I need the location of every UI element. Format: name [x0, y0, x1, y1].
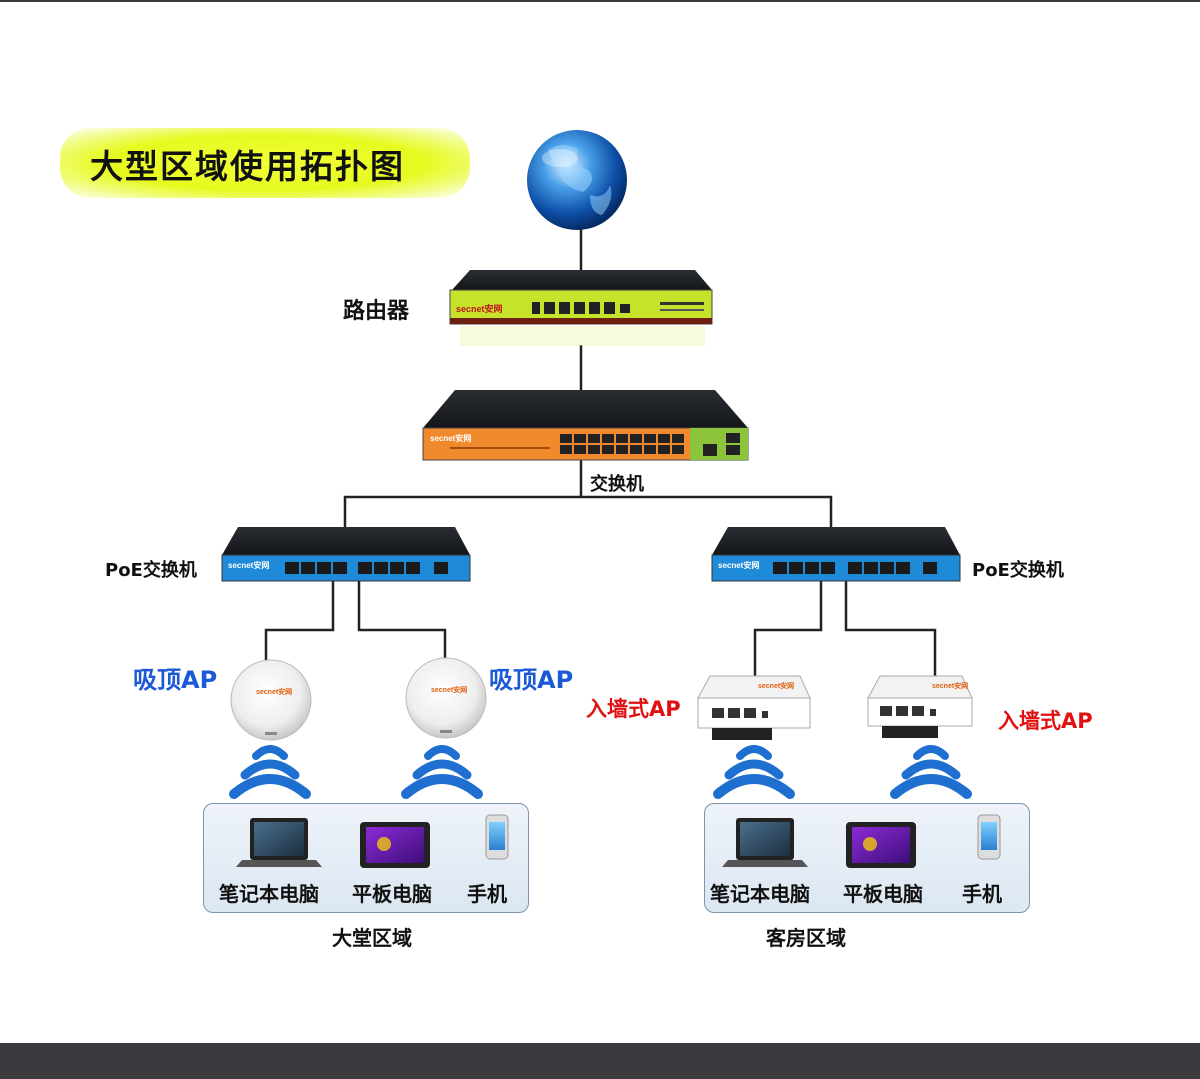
laptop-icon [722, 818, 808, 867]
svg-text:secnet安网: secnet安网 [228, 560, 269, 570]
wall-ap-left: secnet安网 [697, 675, 811, 740]
core-switch-device: secnet安网 [422, 390, 749, 461]
poe-switch-left-label: PoE交换机 [105, 560, 197, 581]
right-device-tablet-label: 平板电脑 [843, 882, 923, 906]
ceiling-ap-left-label: 吸顶AP [133, 666, 218, 694]
wifi-icon-1 [229, 745, 311, 799]
phone-icon [485, 814, 509, 860]
left-device-tablet-label: 平板电脑 [352, 882, 432, 906]
wifi-icon-2 [401, 745, 483, 799]
connection-lines [264, 222, 937, 676]
left-device-phone-label: 手机 [467, 882, 507, 906]
ceiling-ap-right-label: 吸顶AP [489, 666, 574, 694]
svg-text:secnet安网: secnet安网 [718, 560, 759, 570]
wifi-icon-4 [890, 745, 972, 799]
wifi-signal-icons [229, 745, 972, 799]
left-device-laptop-label: 笔记本电脑 [219, 882, 319, 906]
svg-text:secnet安网: secnet安网 [430, 433, 471, 443]
svg-text:secnet安网: secnet安网 [456, 303, 503, 314]
right-device-laptop-label: 笔记本电脑 [710, 882, 810, 906]
right-device-phone-label: 手机 [962, 882, 1002, 906]
footer-bar [0, 1043, 1200, 1079]
router-device: secnet安网 [449, 270, 713, 346]
internet-globe-icon [527, 130, 627, 230]
wifi-icon-3 [713, 745, 795, 799]
svg-text:secnet安网: secnet安网 [932, 681, 968, 690]
title-highlight [60, 128, 470, 198]
title-banner: 大型区域使用拓扑图 [60, 128, 470, 198]
ceiling-ap-right: secnet安网 [405, 657, 487, 739]
tablet-icon [846, 822, 916, 868]
left-zone-name: 大堂区域 [332, 926, 412, 950]
svg-text:secnet安网: secnet安网 [758, 681, 794, 690]
tablet-icon [360, 822, 430, 868]
phone-icon [977, 814, 1001, 860]
wall-ap-left-label: 入墙式AP [586, 697, 681, 721]
poe-switch-right-device: secnet安网 [711, 527, 961, 582]
right-zone-name: 客房区域 [766, 926, 846, 950]
poe-switch-right-label: PoE交换机 [972, 560, 1064, 581]
laptop-icon [236, 818, 322, 867]
svg-text:secnet安网: secnet安网 [256, 687, 292, 696]
core-switch-label: 交换机 [590, 474, 644, 495]
router-label: 路由器 [343, 299, 410, 324]
wall-ap-right-label: 入墙式AP [998, 709, 1093, 733]
top-border [0, 0, 1200, 2]
page-title: 大型区域使用拓扑图 [90, 147, 405, 186]
svg-text:secnet安网: secnet安网 [431, 685, 467, 694]
wall-ap-right: secnet安网 [867, 675, 973, 738]
ceiling-ap-left: secnet安网 [230, 659, 312, 741]
poe-switch-left-device: secnet安网 [221, 527, 471, 582]
